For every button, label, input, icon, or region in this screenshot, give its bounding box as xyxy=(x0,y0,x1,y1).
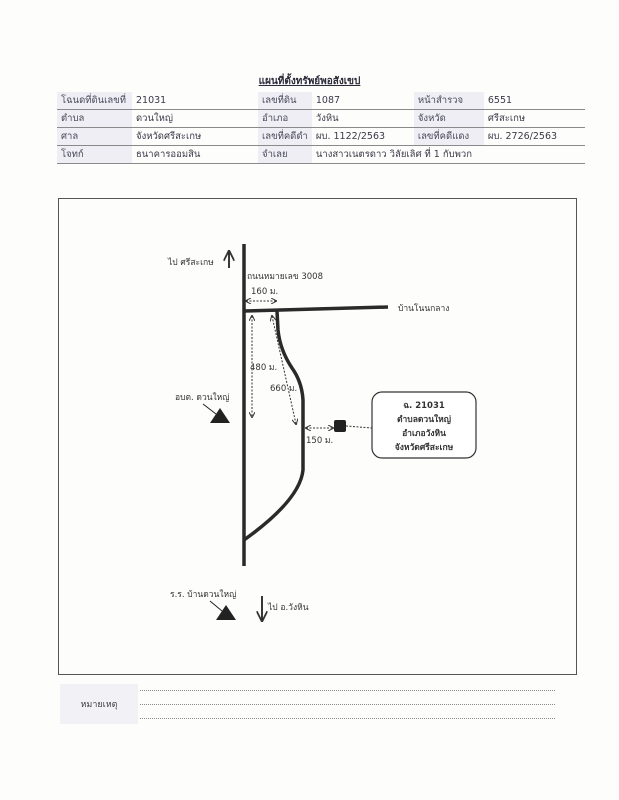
property-callout-box xyxy=(371,391,477,459)
table-row: โฉนดที่ดินเลขที่ 21031 เลขที่ดิน 1087 หน… xyxy=(57,92,585,110)
location-map-frame xyxy=(58,198,577,675)
dist-660-arrow xyxy=(272,316,296,424)
property-info-table: โฉนดที่ดินเลขที่ 21031 เลขที่ดิน 1087 หน… xyxy=(57,92,585,164)
value-court: จังหวัดศรีสะเกษ xyxy=(132,127,258,146)
value-province: ศรีสะเกษ xyxy=(483,109,585,128)
school-label: ร.ร. บ้านดวนใหญ่ xyxy=(170,589,236,600)
value-plaintiff: ธนาคารออมสิน xyxy=(132,145,258,164)
value-subdistrict: ดวนใหญ่ xyxy=(132,109,258,128)
label-plaintiff: โจทก์ xyxy=(57,145,132,164)
table-row: โจทก์ ธนาคารออมสิน จำเลย นางสาวเนตรดาว ว… xyxy=(57,145,585,164)
to-south-label: ไป อ.วังหิน xyxy=(267,602,309,613)
property-marker-icon xyxy=(334,420,346,432)
to-north-label: ไป ศรีสะเกษ xyxy=(167,257,214,268)
value-defendant: นางสาวเนตรดาว วิลัยเลิศ ที่ 1 กับพวก xyxy=(311,145,585,164)
label-defendant: จำเลย xyxy=(258,145,312,164)
sao-landmark-icon xyxy=(210,408,230,423)
dist-480-label: 480 ม. xyxy=(250,363,277,373)
callout-district: อำเภอวังหิน xyxy=(402,428,446,439)
value-survey-page: 6551 xyxy=(483,92,585,110)
value-deed-no: 21031 xyxy=(132,92,258,110)
side-road xyxy=(242,310,305,542)
table-row: ศาล จังหวัดศรีสะเกษ เลขที่คดีดำ ผบ. 1122… xyxy=(57,127,585,146)
table-row: ตำบล ดวนใหญ่ อำเภอ วังหิน จังหวัด ศรีสะเ… xyxy=(57,109,585,128)
callout-deed: ฉ. 21031 xyxy=(403,401,445,411)
dist-150-label: 150 ม. xyxy=(306,436,333,446)
label-black-case: เลขที่คดีดำ xyxy=(258,127,312,146)
east-village-label: บ้านโนนกลาง xyxy=(398,303,449,314)
label-red-case: เลขที่คดีแดง xyxy=(413,127,484,146)
value-black-case: ผบ. 1122/2563 xyxy=(311,127,414,146)
page-title: แผนที่ตั้งทรัพย์พอสังเขป xyxy=(258,76,361,87)
label-province: จังหวัด xyxy=(413,109,484,128)
label-survey-page: หน้าสำรวจ xyxy=(413,92,484,110)
road-name-label: ถนนหมายเลข 3008 xyxy=(247,272,323,282)
school-pointer xyxy=(209,600,223,612)
label-district: อำเภอ xyxy=(258,109,312,128)
value-district: วังหิน xyxy=(311,109,414,128)
label-land-no: เลขที่ดิน xyxy=(258,92,312,110)
sao-label: อบต. ดวนใหญ่ xyxy=(175,392,230,403)
notes-label: หมายเหตุ xyxy=(60,684,138,724)
value-land-no: 1087 xyxy=(311,92,414,110)
label-deed-no: โฉนดที่ดินเลขที่ xyxy=(57,92,132,110)
callout-leader xyxy=(345,425,373,429)
label-subdistrict: ตำบล xyxy=(57,109,132,128)
school-landmark-icon xyxy=(216,605,236,620)
callout-subdistrict: ตำบลดวนใหญ่ xyxy=(397,414,451,425)
sao-pointer xyxy=(202,403,217,415)
notes-line[interactable] xyxy=(140,718,555,719)
callout-province: จังหวัดศรีสะเกษ xyxy=(395,442,454,453)
road-3008 xyxy=(243,305,389,313)
label-court: ศาล xyxy=(57,127,132,146)
notes-line[interactable] xyxy=(140,704,555,705)
value-red-case: ผบ. 2726/2563 xyxy=(483,127,585,146)
dist-160-label: 160 ม. xyxy=(251,287,278,297)
dist-660-label: 660 ม. xyxy=(270,384,297,394)
notes-line[interactable] xyxy=(140,690,555,691)
